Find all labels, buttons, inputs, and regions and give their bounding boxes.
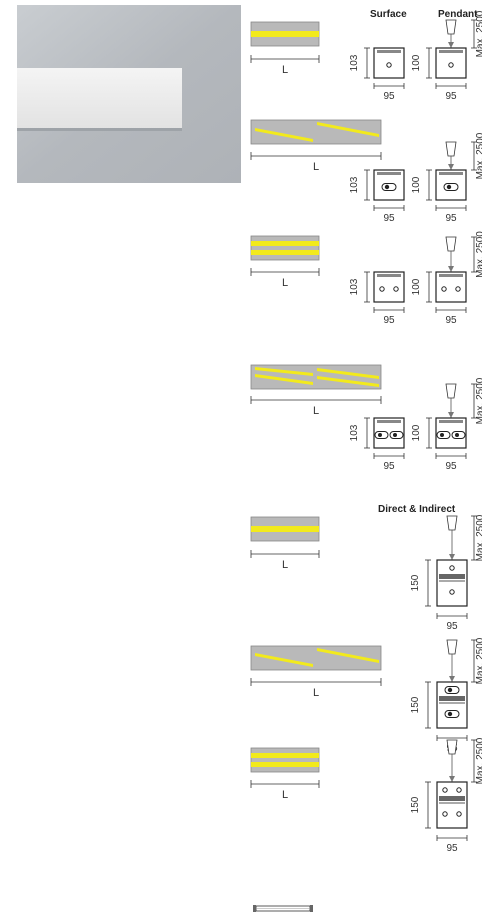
linear-diagram-3: L [250,235,320,289]
width-dimension: 95 [446,621,458,632]
linear-diagram-7: L [250,747,320,801]
width-dimension: 95 [383,91,395,102]
height-dimension: 100 [411,424,422,441]
length-label: L [282,277,288,289]
suspension-dimension: Max. 2500 [475,132,482,179]
width-dimension: 95 [383,461,395,472]
linear-diagram-4: L [250,364,382,417]
header-surface: Surface [370,9,407,20]
product-photo [17,5,241,183]
suspension-dimension: Max. 2500 [475,737,482,784]
width-dimension: 95 [445,461,457,472]
width-dimension: 95 [445,315,457,326]
header-pendant: Pendant [438,9,478,20]
height-dimension: 150 [410,696,421,713]
length-label: L [313,161,319,173]
suspension-dimension: Max. 2500 [475,231,482,278]
profile-row-2: 103 95 100 95 Max. 2500 [349,132,482,224]
linear-diagram-5: L [250,516,320,571]
height-dimension: 100 [411,54,422,71]
height-dimension: 150 [410,796,421,813]
height-dimension: 103 [349,278,360,295]
profile-row-1: 103 95 100 95 Max. 2500 [349,10,482,102]
linear-layout-diagrams: L L L [250,21,382,801]
length-label: L [282,559,288,571]
length-label: L [313,687,319,699]
height-dimension: 100 [411,278,422,295]
profile-row-di-3: 150 95 Max. 2500 [410,737,482,854]
suspension-dimension: Max. 2500 [475,637,482,684]
linear-diagram-6: L [250,645,382,699]
width-dimension: 95 [383,213,395,224]
lamp-tube-icon [253,905,313,912]
height-dimension: 103 [349,54,360,71]
suspension-dimension: Max. 2500 [475,377,482,424]
suspension-dimension: Max. 2500 [475,514,482,561]
length-label: L [313,405,319,417]
height-dimension: 103 [349,424,360,441]
profile-row-di-1: 150 95 Max. 2500 [410,514,482,632]
width-dimension: 95 [446,843,458,854]
suspension-dimension: Max. 2500 [475,10,482,57]
header-direct-indirect: Direct & Indirect [378,504,456,515]
profile-row-3: 103 95 100 95 Max. 2500 [349,231,482,326]
profile-row-4: 103 95 100 95 Max. 2500 [349,377,482,472]
length-label: L [282,789,288,801]
width-dimension: 95 [383,315,395,326]
height-dimension: 103 [349,176,360,193]
linear-diagram-2: L [250,119,382,173]
linear-diagram-1: L [250,21,320,76]
height-dimension: 100 [411,176,422,193]
height-dimension: 150 [410,574,421,591]
width-dimension: 95 [445,213,457,224]
width-dimension: 95 [445,91,457,102]
length-label: L [282,64,288,76]
